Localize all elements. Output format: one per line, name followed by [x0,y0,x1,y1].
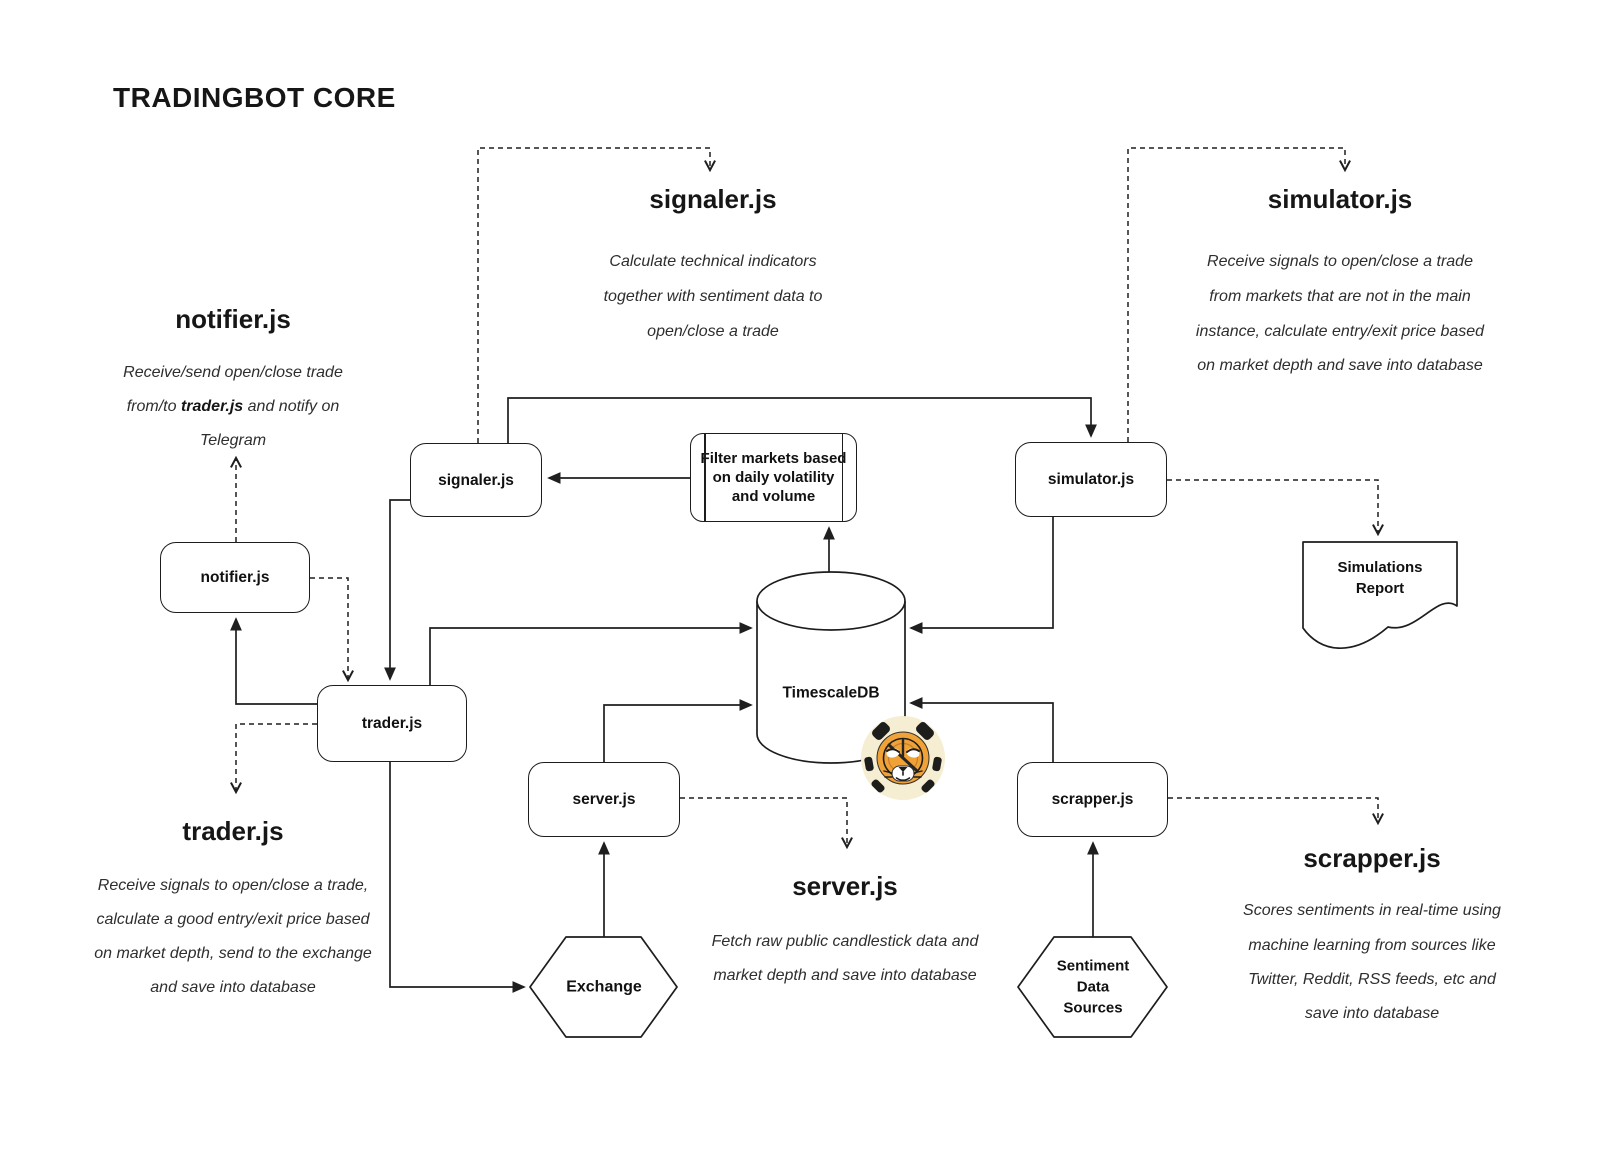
simulator-annotation-line: instance, calculate entry/exit price bas… [1195,323,1485,340]
simulator-annotation-line: Receive signals to open/close a trade [1207,253,1473,270]
node-scrapper-label: scrapper.js [1051,791,1134,808]
page-title: TRADINGBOT CORE [113,82,396,113]
edge-signaler-box-to-annotation [477,147,716,443]
sentiment-sources-label: Sentiment Data Sources [1056,957,1130,1017]
trader-annotation-line: calculate a good entry/exit price based [96,911,370,928]
node-simulator: simulator.js [1015,442,1167,517]
edge-trader-to-database [429,622,753,685]
node-notifier: notifier.js [160,542,310,613]
edge-server-box-to-annotation [680,797,853,850]
scrapper-annotation-line: save into database [1304,1005,1440,1022]
edge-trader-to-exchange [389,762,526,993]
server-annotation-line: Fetch raw public candlestick data and [711,933,979,950]
simulator-annotation-line: from markets that are not in the main [1209,288,1471,305]
node-filter-markets: Filter markets based on daily volatility… [690,433,857,522]
trader-annotation-heading: trader.js [182,816,284,846]
edge-signaler-to-simulator [507,397,1097,443]
node-scrapper: scrapper.js [1017,762,1168,837]
exchange-label: Exchange [566,978,642,996]
scrapper-annotation-line: machine learning from sources like [1248,937,1496,954]
edge-simulator-to-report [1167,479,1384,537]
timescaledb-tiger-logo [861,716,945,800]
node-signaler: signaler.js [410,443,542,517]
edge-notifier-to-trader [310,577,354,683]
edge-simulator-to-database [909,517,1054,634]
scrapper-annotation-line: Twitter, Reddit, RSS feeds, etc and [1248,971,1496,988]
simulations-report-label: Simulations Report [1337,559,1423,597]
server-annotation-line: market depth and save into database [713,967,977,984]
server-annotation-heading: server.js [792,871,898,901]
node-notifier-label: notifier.js [200,569,270,586]
notifier-annotation-line: from/to trader.js and notify on [126,398,340,415]
timescaledb-label: TimescaleDB [782,684,880,702]
simulations-report-document [1302,541,1458,649]
signaler-annotation-line: together with sentiment data to [603,288,823,305]
edge-scrapper-to-database [909,697,1054,762]
scrapper-annotation-line: Scores sentiments in real-time using [1243,902,1501,919]
node-trader-label: trader.js [361,715,423,732]
sentiment-sources-hexagon [1017,936,1168,1038]
edge-trader-to-notifier [230,617,317,705]
edge-signaler-to-trader [384,499,410,681]
node-simulator-label: simulator.js [1047,471,1135,488]
signaler-annotation-line: Calculate technical indicators [609,253,817,270]
scrapper-annotation-heading: scrapper.js [1303,843,1441,873]
node-signaler-label: signaler.js [438,471,514,489]
node-server-label: server.js [572,791,636,808]
timescaledb-cylinder [756,571,906,764]
simulator-annotation-heading: simulator.js [1267,184,1413,214]
edge-scrapper-box-to-annotation [1168,797,1384,826]
trader-annotation-line: Receive signals to open/close a trade, [97,877,369,894]
edge-server-to-database [603,699,753,762]
simulator-annotation-line: on market depth and save into database [1197,357,1483,374]
trader-annotation-line: and save into database [150,979,316,996]
node-server: server.js [528,762,680,837]
node-filter-markets-label: Filter markets based on daily volatility… [700,450,847,505]
notifier-annotation-line: Receive/send open/close trade [123,364,343,381]
notifier-annotation-line: Telegram [199,432,267,449]
edge-trader-box-to-annotation [230,723,317,795]
edge-simulator-box-to-annotation [1127,147,1351,442]
exchange-hexagon [529,936,678,1038]
notifier-annotation-heading: notifier.js [175,304,291,334]
node-trader: trader.js [317,685,467,762]
signaler-annotation-heading: signaler.js [649,184,777,214]
signaler-annotation-line: open/close a trade [647,323,779,340]
trader-annotation-line: on market depth, send to the exchange [94,945,372,962]
